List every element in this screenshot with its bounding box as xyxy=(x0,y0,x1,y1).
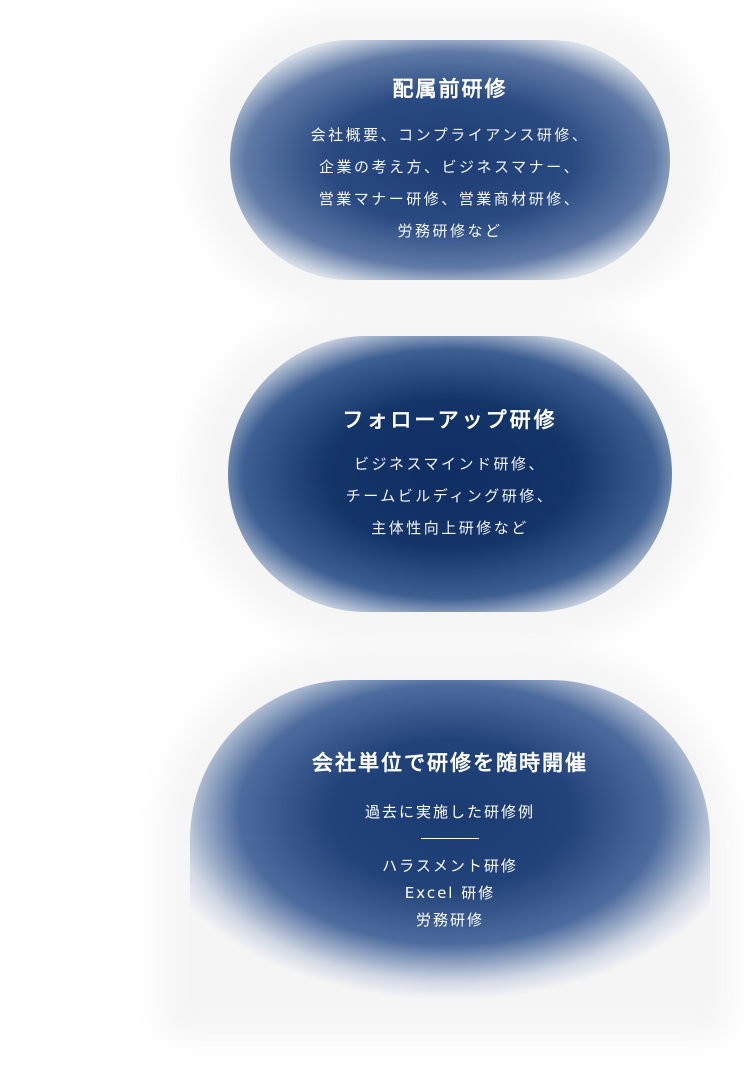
card-subtitle: 過去に実施した研修例 xyxy=(364,802,535,821)
card-description-line: チームビルディング研修、 xyxy=(345,487,555,505)
card-description-line: 企業の考え方、ビジネスマナー、 xyxy=(319,158,581,176)
card-description: 会社概要、コンプライアンス研修、 企業の考え方、ビジネスマナー、 営業マナー研修… xyxy=(311,119,590,247)
card-title: 配属前研修 xyxy=(392,77,508,101)
card-title: 会社単位で研修を随時開催 xyxy=(312,750,588,775)
card-description: ビジネスマインド研修、 チームビルディング研修、 主体性向上研修など xyxy=(346,448,555,544)
list-item: ハラスメント研修 xyxy=(382,856,518,875)
card-follow-up-training: フォローアップ研修 ビジネスマインド研修、 チームビルディング研修、 主体性向上… xyxy=(228,336,672,612)
list-item: Excel 研修 xyxy=(404,883,496,902)
card-description-line: ビジネスマインド研修、 xyxy=(353,455,547,473)
card-description-line: 営業マナー研修、営業商材研修、 xyxy=(318,190,582,208)
training-example-list: ハラスメント研修 Excel 研修 労務研修 xyxy=(382,853,518,934)
card-pre-assignment-training: 配属前研修 会社概要、コンプライアンス研修、 企業の考え方、ビジネスマナー、 営… xyxy=(230,40,670,280)
card-description-line: 労務研修など xyxy=(397,222,503,240)
card-description-line: 会社概要、コンプライアンス研修、 xyxy=(310,126,590,144)
list-item: 労務研修 xyxy=(415,910,484,929)
card-title: フォローアップ研修 xyxy=(342,408,558,432)
card-company-training: 会社単位で研修を随時開催 過去に実施した研修例 ハラスメント研修 Excel 研… xyxy=(190,680,710,1000)
divider xyxy=(421,837,479,839)
card-description-line: 主体性向上研修など xyxy=(371,519,529,537)
